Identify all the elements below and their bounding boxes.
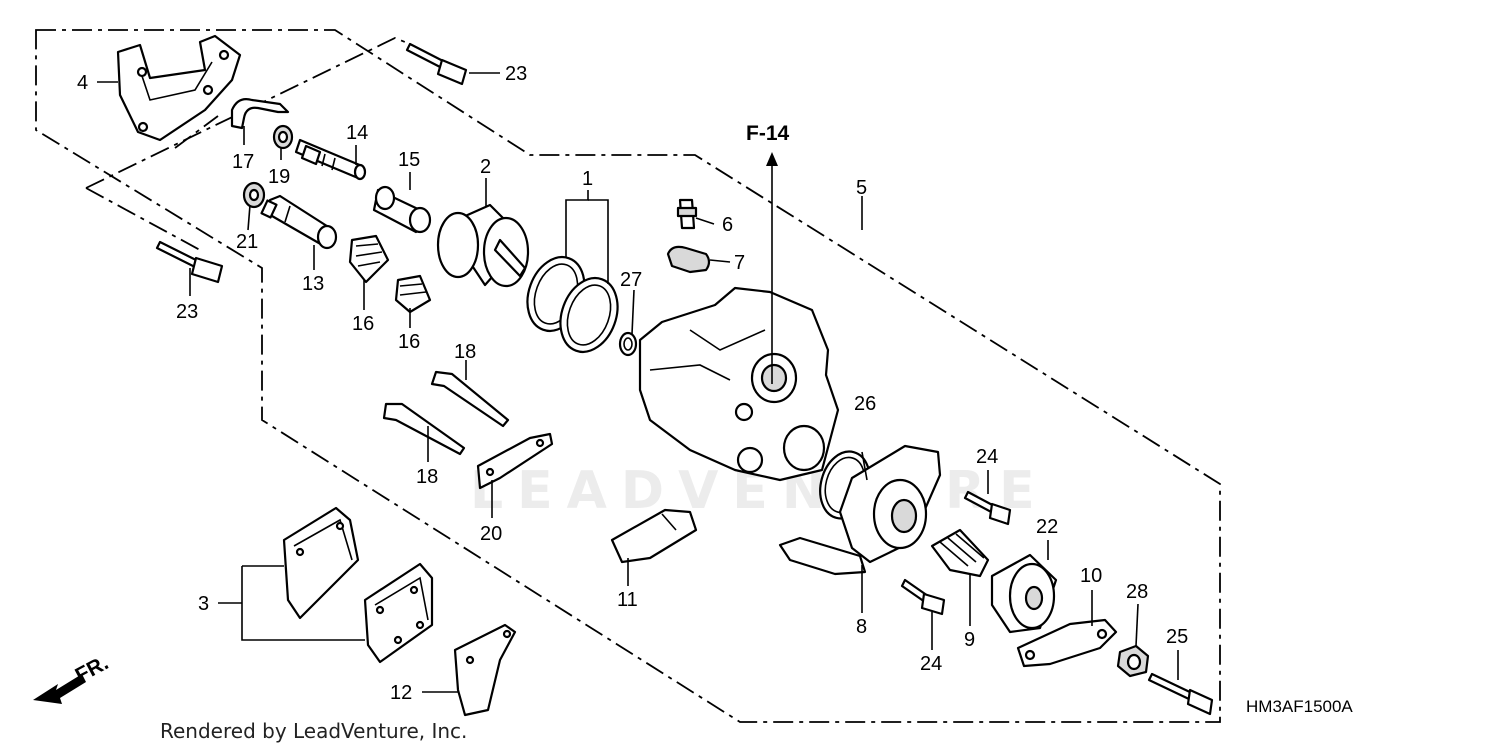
diagram-code: HM3AF1500A [1246,697,1353,716]
callout-18-b: 18 [416,466,438,488]
callout-16-b: 16 [398,331,420,353]
part-12-pad-retainer[interactable] [453,623,517,717]
part-18-pad-pin-b[interactable] [382,402,466,456]
callout-23-left: 23 [176,301,198,323]
part-4-caliper-bracket[interactable] [116,34,242,142]
callout-9: 9 [964,629,975,651]
callout-4: 4 [77,72,88,94]
callout-8: 8 [856,616,867,638]
reference-label: F-14 [746,122,790,145]
callout-24-lower: 24 [920,653,942,675]
part-16-boot-a[interactable] [348,234,390,284]
part-19-washer[interactable] [272,124,294,150]
part-22-adjuster-cam[interactable] [990,553,1058,634]
part-9-adjuster-spring[interactable] [930,528,990,578]
callout-20: 20 [480,523,502,545]
part-11-pad-shim[interactable] [610,508,698,564]
callout-14: 14 [346,122,368,144]
credit-text: Rendered by LeadVenture, Inc. [160,719,467,743]
callout-15: 15 [398,149,420,171]
callout-11: 11 [617,589,638,611]
callout-12: 12 [390,682,412,704]
part-28-nut[interactable] [1116,644,1150,678]
part-16-boot-b[interactable] [394,274,432,314]
leader-lines [97,72,1179,693]
part-7-bleeder-cap[interactable] [666,245,711,274]
part-23-bolt-left[interactable] [155,240,224,284]
callout-25: 25 [1166,626,1188,648]
part-13-caliper-pin[interactable] [260,194,338,250]
part-18-pad-pin-a[interactable] [430,370,510,428]
callout-5: 5 [856,177,867,199]
callout-21: 21 [236,231,258,253]
callout-16-a: 16 [352,313,374,335]
callout-13: 13 [302,273,324,295]
part-6-bleeder[interactable] [676,198,698,230]
part-17-boot-clip[interactable] [230,98,290,130]
assembly-boundary-lines [35,29,1221,723]
part-24-bolt-upper[interactable] [963,490,1012,526]
callout-labels: 4 17 19 14 15 2 1 27 6 7 5 21 13 16 16 2… [77,63,1188,704]
part-1-piston-seals[interactable] [518,249,628,360]
callout-24-upper: 24 [976,446,998,468]
callout-23-top: 23 [505,63,527,85]
part-15-sleeve[interactable] [372,185,432,234]
part-24-bolt-lower[interactable] [900,578,946,616]
part-8-lever-housing[interactable] [778,444,942,576]
callout-27: 27 [620,269,642,291]
callout-22: 22 [1036,516,1058,538]
part-14-caliper-pin[interactable] [294,138,367,181]
f14-reference-arrow [766,152,778,384]
callout-26: 26 [854,393,876,415]
callout-17: 17 [232,151,254,173]
part-21-washer[interactable] [242,181,266,209]
front-direction-arrow [33,674,86,704]
callout-19: 19 [268,166,290,188]
part-3-brake-pads[interactable] [282,506,434,664]
part-25-bolt[interactable] [1147,672,1214,716]
callout-6: 6 [722,214,733,236]
part-23-bolt-top[interactable] [405,42,468,86]
callout-28: 28 [1126,581,1148,603]
callout-1: 1 [582,168,593,190]
callout-18-a: 18 [454,341,476,363]
caliper-body[interactable] [638,286,840,482]
part-20-pad-spring[interactable] [476,432,554,490]
part-10-brake-arm[interactable] [1016,618,1118,668]
callout-2: 2 [480,156,491,178]
callout-10: 10 [1080,565,1102,587]
callout-3: 3 [198,593,209,615]
callout-7: 7 [734,252,745,274]
part-2-piston[interactable] [436,203,530,288]
part-27-o-ring[interactable] [618,331,638,357]
